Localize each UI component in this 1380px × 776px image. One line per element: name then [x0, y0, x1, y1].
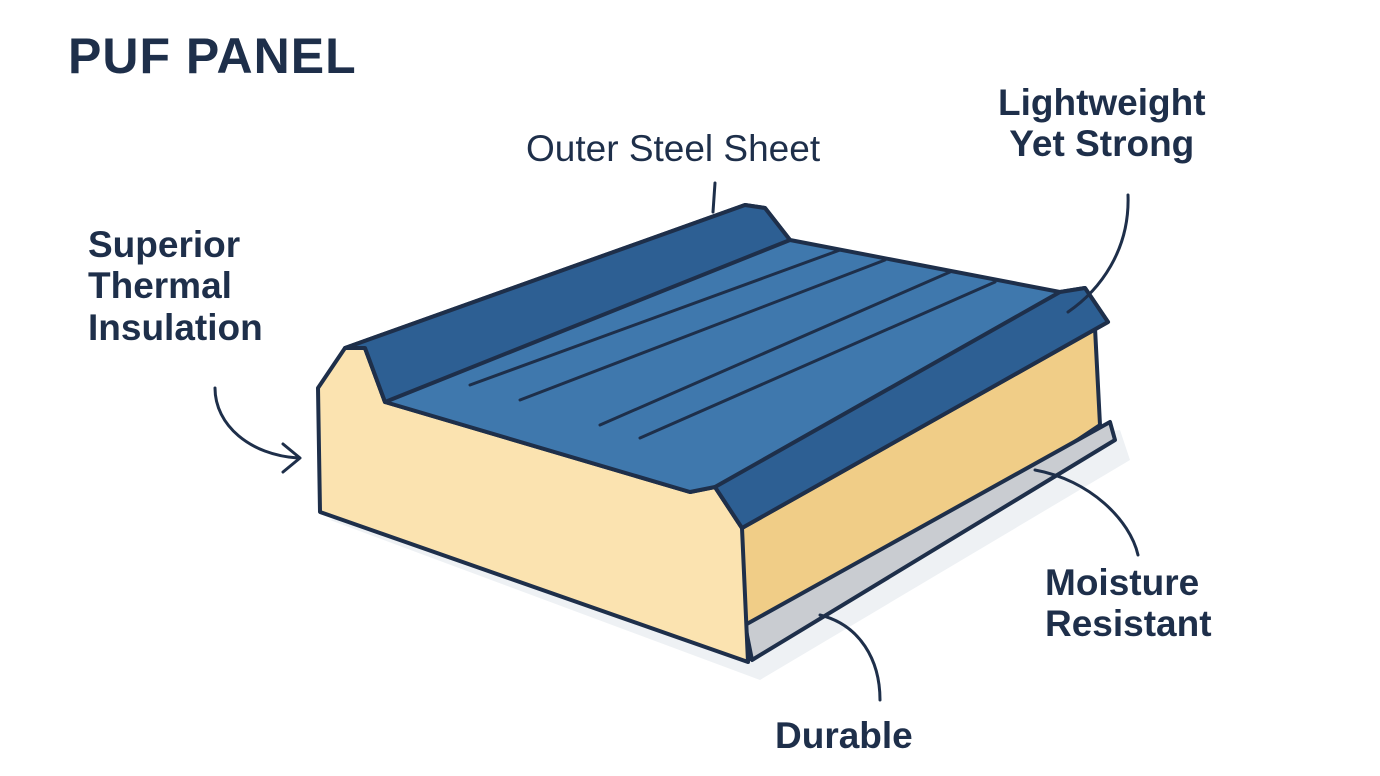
label-line: Superior: [88, 224, 241, 265]
steel-rib-left: [343, 203, 792, 404]
label-line: Yet Strong: [1009, 123, 1195, 165]
label-line: Lightweight: [998, 82, 1206, 123]
arrow-thermal: [213, 386, 302, 474]
bottom-steel-sheet: [743, 420, 1117, 662]
steel-rib-right: [713, 286, 1110, 530]
leader-durable: [818, 613, 882, 702]
leader-lightweight: [1066, 193, 1130, 314]
label-line: Moisture: [1045, 562, 1200, 603]
label-superior-thermal-insulation: Superior Thermal Insulation: [88, 224, 263, 348]
label-durable: Durable: [775, 715, 913, 756]
label-line: Insulation: [88, 306, 263, 348]
label-line: Thermal: [88, 265, 232, 307]
label-lightweight-yet-strong: Lightweight Yet Strong: [998, 82, 1206, 165]
label-outer-steel-sheet: Outer Steel Sheet: [526, 128, 821, 169]
leader-moisture: [1033, 468, 1140, 557]
leader-outer-steel: [711, 181, 717, 214]
page-title: PUF PANEL: [68, 28, 357, 84]
label-moisture-resistant: Moisture Resistant: [1045, 562, 1212, 645]
label-line: Resistant: [1045, 603, 1212, 645]
steel-grooves: [468, 248, 997, 440]
